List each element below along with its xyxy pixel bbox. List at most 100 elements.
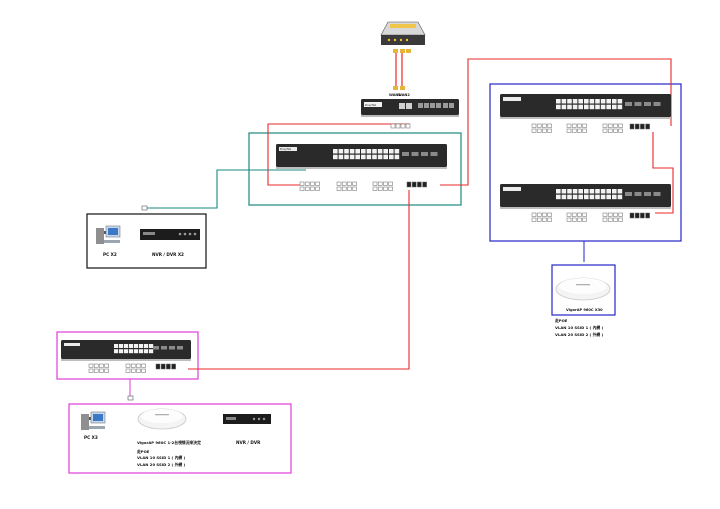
ethernet-port [349, 149, 355, 154]
bottom-access-point-icon [137, 408, 187, 430]
port-label-tag [536, 217, 542, 222]
ethernet-port [144, 349, 149, 354]
port-label-tag [582, 123, 587, 128]
port-label-tag [99, 368, 104, 373]
ethernet-port [567, 189, 572, 194]
sfp-port [421, 152, 428, 156]
nvr-dvr-icon [140, 229, 200, 240]
port-label-tag [341, 186, 347, 191]
right-ap-line-1: 走POE [554, 318, 568, 323]
port-label-tag [310, 181, 315, 186]
pc-x3-icon [81, 411, 106, 430]
ethernet-port [578, 194, 583, 200]
bottom-endpoint-box [68, 403, 292, 474]
bottom-nvr-dvr-label: NVR / DVR [236, 440, 261, 445]
sfp-port [634, 102, 642, 106]
router-to-core-cable [267, 123, 410, 186]
ethernet-port [377, 154, 383, 160]
port-label-tag [315, 186, 320, 191]
access-point-icon [555, 277, 611, 301]
ethernet-port [567, 104, 572, 110]
port-label-tag [531, 128, 537, 133]
port-label-tag [141, 363, 146, 368]
ethernet-port [617, 189, 623, 194]
ethernet-port [124, 344, 129, 348]
bottom-ap-line-3: VLAN 20 SSID 2 ( 外網 ) [137, 462, 186, 467]
port-label-tag [613, 123, 618, 128]
port-label-tag [536, 123, 542, 128]
port-label-tag [422, 181, 427, 188]
port-label-tag [299, 186, 305, 191]
sfp-port [402, 152, 409, 156]
ethernet-port [567, 194, 572, 200]
ethernet-port [344, 149, 349, 154]
ethernet-port [572, 104, 578, 110]
port-label-tag [566, 123, 572, 128]
port-label-tag [577, 212, 582, 217]
port-label-tag [125, 363, 131, 368]
port-label-tag [582, 128, 587, 133]
ethernet-port [333, 149, 338, 154]
ethernet-port [389, 154, 394, 160]
router-brand-label: DrayTek [365, 103, 377, 107]
port-label-tag [93, 363, 99, 368]
port-label-tag [136, 363, 141, 368]
ethernet-port [561, 194, 567, 200]
port-label-tag [640, 212, 645, 219]
port-label-tag [634, 212, 640, 219]
sfp-port [625, 102, 632, 106]
port-label-tag [130, 368, 136, 373]
pc-x2-label: PC X2 [103, 252, 117, 257]
port-label-tag [571, 212, 577, 217]
ethernet-port [572, 189, 578, 194]
ethernet-port [595, 194, 600, 200]
port-label-tag [547, 212, 552, 217]
port-label-tag [93, 368, 99, 373]
port-label-tag [547, 217, 552, 222]
ethernet-port [139, 344, 144, 348]
port-label-tag [542, 217, 547, 222]
ethernet-port [617, 104, 623, 110]
sfp-port [177, 346, 183, 350]
port-label-tag [531, 212, 537, 217]
ethernet-port [389, 149, 394, 154]
bottom-ap-line-2: VLAN 10 SSID 1 ( 內網 ) [137, 455, 186, 460]
bottom-ap-name-label: VigorAP 960C 1-2台視情況來決定 [137, 440, 201, 445]
port-label-tag [310, 186, 315, 191]
wan2-label: WAN2 [398, 93, 410, 97]
port-label-tag [602, 128, 608, 133]
ethernet-port [589, 189, 595, 194]
ethernet-port [361, 149, 366, 154]
ethernet-port [556, 194, 561, 200]
port-label-tag [160, 363, 166, 370]
port-label-tag [571, 128, 577, 133]
right-ap-name-label: VigorAP 960C X30 [566, 308, 603, 312]
ethernet-port [134, 349, 139, 354]
port-label-tag [304, 186, 310, 191]
ethernet-port [612, 104, 617, 110]
pc-icon [96, 225, 121, 244]
ethernet-port [595, 189, 600, 194]
ethernet-port [355, 154, 360, 160]
ethernet-port [377, 149, 383, 154]
port-label-tag [341, 181, 347, 186]
port-label-tag [531, 123, 537, 128]
ethernet-port [600, 104, 606, 110]
ethernet-port [383, 149, 388, 154]
port-label-tag [536, 212, 542, 217]
port-label-tag [571, 123, 577, 128]
port-label-tag [629, 123, 635, 130]
port-label-tag [104, 363, 109, 368]
ethernet-port [114, 344, 119, 348]
ethernet-port [600, 99, 606, 104]
ethernet-port [372, 149, 377, 154]
left-box-port-marker [141, 205, 148, 211]
ethernet-port [394, 149, 400, 154]
ethernet-port [584, 189, 589, 194]
right-switch-1-port-labels [531, 123, 650, 133]
sfp-port [625, 192, 632, 196]
core-to-left-box-cable [146, 169, 306, 209]
ethernet-port [561, 99, 567, 104]
core-switch-brand-label: DrayTek [280, 147, 292, 151]
port-label-tag [607, 212, 613, 217]
